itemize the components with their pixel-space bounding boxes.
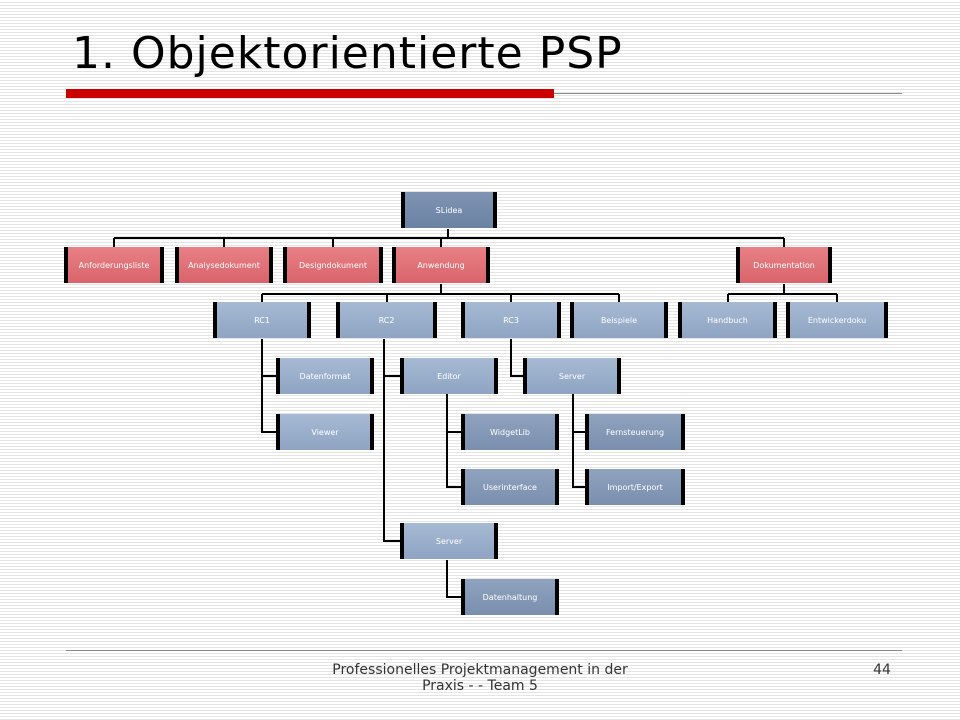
psp-node-rc1: RC1 [213,302,311,338]
psp-node-server-rc3: Server [523,358,621,394]
page-number: 44 [873,662,891,678]
slide-title: 1. Objektorientierte PSP [72,28,623,79]
psp-node-import-export: Import/Export [585,469,685,505]
psp-node-widgetlib: WidgetLib [461,414,559,450]
title-rule [554,93,902,94]
psp-node-designdokument: Designdokument [283,247,383,283]
slide-footer: Professionelles Projektmanagement in der… [332,662,628,694]
psp-node-dokumentation: Dokumentation [736,247,832,283]
psp-node-handbuch: Handbuch [678,302,777,338]
psp-node-analysedokument: Analysedokument [175,247,273,283]
psp-node-userinterface: Userinterface [461,469,559,505]
psp-node-server-rc2: Server [400,523,498,559]
psp-node-entwicklerdoku: Entwickerdoku [786,302,888,338]
psp-node-editor: Editor [400,358,498,394]
psp-node-anwendung: Anwendung [392,247,490,283]
psp-node-datenformat: Datenformat [276,358,374,394]
psp-node-viewer: Viewer [276,414,374,450]
psp-node-beispiele: Beispiele [570,302,668,338]
footer-rule [66,650,902,651]
psp-node-datenhaltung: Datenhaltung [461,579,559,615]
psp-node-fernsteuerung: Fernsteuerung [585,414,685,450]
psp-node-rc3: RC3 [461,302,561,338]
psp-node-anforderungsliste: Anforderungsliste [64,247,164,283]
psp-node-sliDea: SLidea [401,192,497,228]
psp-node-rc2: RC2 [336,302,437,338]
title-accent-bar [66,89,554,98]
